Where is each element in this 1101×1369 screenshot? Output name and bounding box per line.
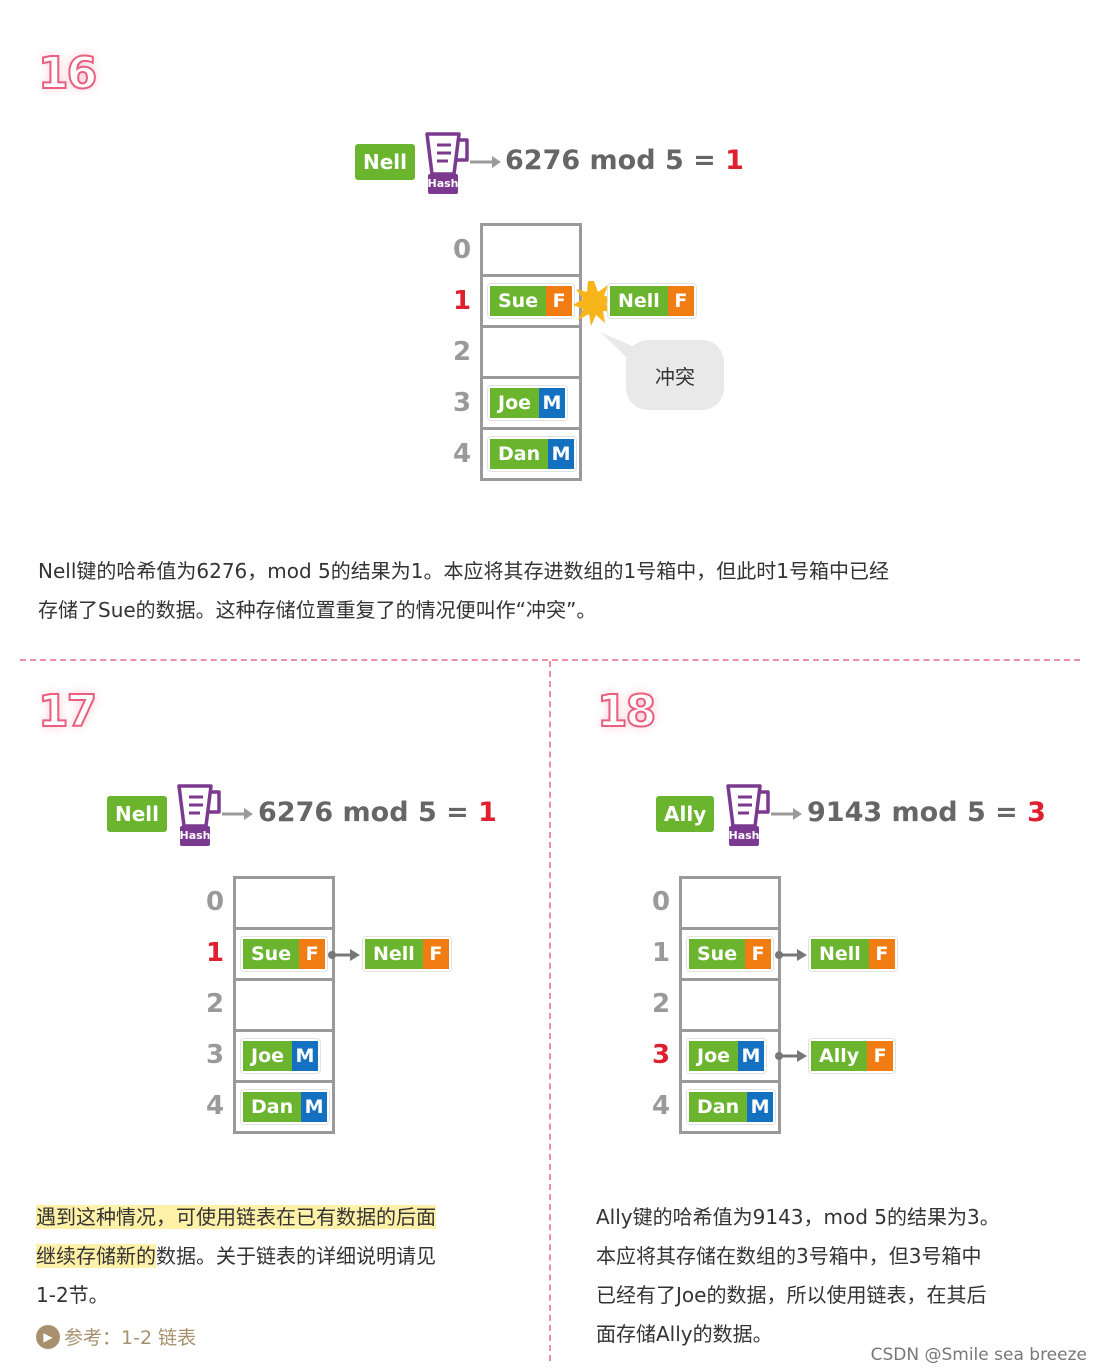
formula-text: 6276 mod 5 = [258,797,479,828]
panel16-description: Nell键的哈希值为6276，mod 5的结果为1。本应将其存进数组的1号箱中，… [38,552,1078,630]
hash-label: Hash [179,829,211,842]
array-slot [483,328,579,376]
link-arrow-icon [775,949,807,961]
step-number-17: 17 [37,685,98,738]
array-index: 0 [205,887,225,917]
array-index: 3 [452,388,472,418]
array-index-highlight: 1 [452,286,472,316]
description-line: Ally键的哈希值为9143，mod 5的结果为3。 [596,1205,1000,1229]
arrow-icon [771,808,802,820]
divider-horizontal [20,659,1080,661]
hash-formula: 6276 mod 5 = 1 [505,145,744,176]
description-line: 面存储Ally的数据。 [596,1322,773,1346]
array-index: 3 [205,1040,225,1070]
array-index: 0 [651,887,671,917]
arrow-icon [222,808,253,820]
collision-bubble: 冲突 [626,340,724,410]
hash-formula: 9143 mod 5 = 3 [807,797,1046,828]
step-number-18: 18 [596,685,657,738]
reference-link[interactable]: ▶ 参考：1-2 链表 [36,1323,196,1350]
burst-icon [573,281,615,326]
formula-result: 3 [1027,797,1046,828]
step-number-16: 16 [37,47,98,100]
array-index: 1 [651,938,671,968]
array-index: 2 [651,989,671,1019]
array-slot [236,879,332,927]
formula-text: 6276 mod 5 = [505,145,726,176]
play-circle-icon: ▶ [36,1324,60,1349]
divider-vertical [549,661,551,1361]
blender-icon: Hash [421,130,471,196]
highlighted-text: 继续存储新的 [36,1244,156,1268]
panel17-description: 遇到这种情况，可使用链表在已有数据的后面 继续存储新的数据。关于链表的详细说明请… [36,1198,536,1315]
description-line: 本应将其存储在数组的3号箱中，但3号箱中 [596,1244,982,1268]
description-line: 存储了Sue的数据。这种存储位置重复了的情况便叫作“冲突”。 [38,598,597,622]
formula-result: 1 [478,797,497,828]
hash-formula: 6276 mod 5 = 1 [258,797,497,828]
hash-input-key: Nell [355,144,416,180]
hash-label: Hash [728,829,760,842]
array-index-highlight: 3 [651,1040,671,1070]
array-slot [236,981,332,1029]
blender-icon: Hash [173,782,223,848]
watermark: CSDN @Smile sea breeze [870,1345,1087,1365]
description-line: 继续存储新的数据。关于链表的详细说明请见 [36,1244,436,1268]
highlighted-text: 遇到这种情况，可使用链表在已有数据的后面 [36,1205,436,1229]
reference-text: 参考：1-2 链表 [64,1327,197,1349]
description-line: 已经有了Joe的数据，所以使用链表，在其后 [596,1283,987,1307]
arrow-icon [470,156,501,168]
formula-result: 1 [725,145,744,176]
array-index: 0 [452,235,472,265]
link-arrow-icon [328,949,360,961]
array-index-highlight: 1 [205,938,225,968]
link-arrow-icon [775,1050,807,1062]
hash-input-key: Ally [656,796,715,832]
panel18-description: Ally键的哈希值为9143，mod 5的结果为3。 本应将其存储在数组的3号箱… [596,1198,1086,1354]
hash-input-key: Nell [107,796,168,832]
hash-label: Hash [427,177,459,190]
array-slot [682,981,778,1029]
blender-icon: Hash [722,782,772,848]
array-index: 2 [205,989,225,1019]
array-index: 4 [452,439,472,469]
description-line: 1-2节。 [36,1283,109,1307]
description-line: 遇到这种情况，可使用链表在已有数据的后面 [36,1198,536,1237]
array-index: 4 [651,1091,671,1121]
array-index: 2 [452,337,472,367]
array-slot [682,879,778,927]
array-index: 4 [205,1091,225,1121]
description-line: Nell键的哈希值为6276，mod 5的结果为1。本应将其存进数组的1号箱中，… [38,559,889,583]
array-slot [483,226,579,274]
formula-text: 9143 mod 5 = [807,797,1028,828]
